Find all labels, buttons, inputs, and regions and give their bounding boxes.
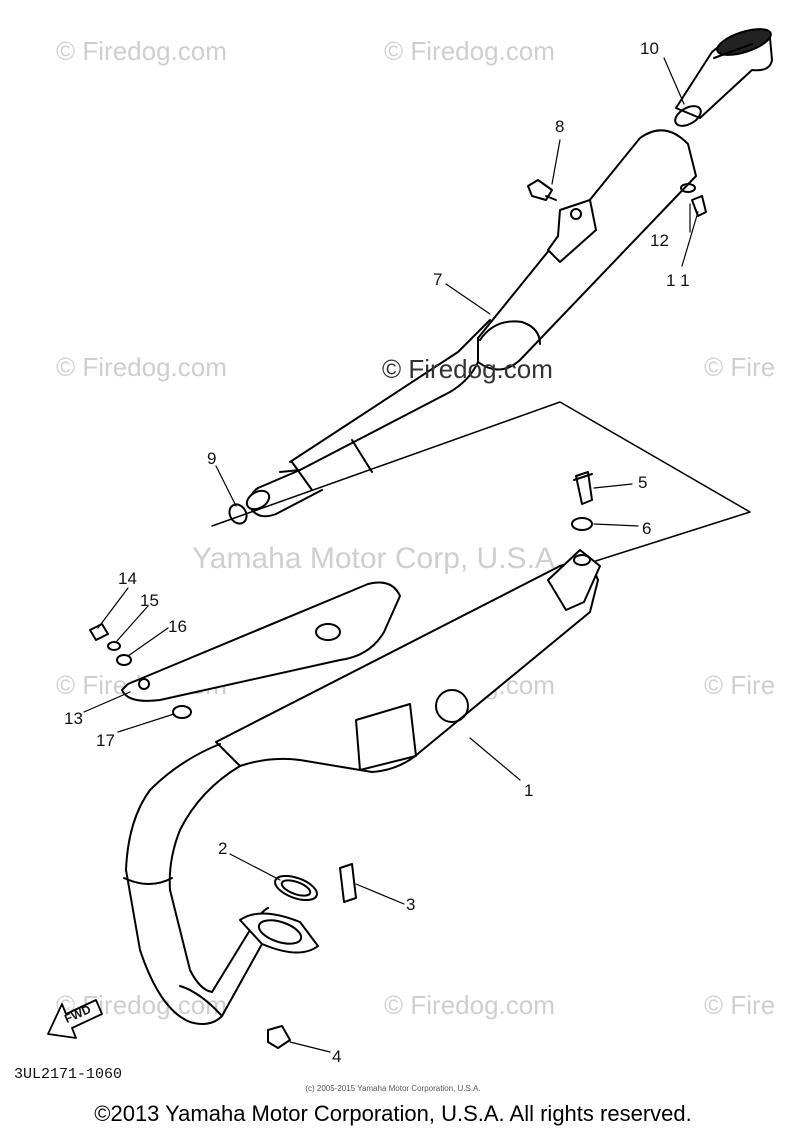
bolt-8: [527, 179, 557, 201]
alignment-frame: [211, 401, 751, 567]
muffler-1: [123, 549, 601, 1025]
washer-16: [116, 654, 132, 666]
callout-17: 17: [96, 731, 115, 750]
exhaust-flange: [239, 912, 319, 954]
watermark-firedog: © Firedog.com: [56, 352, 227, 382]
nut-4: [267, 1025, 291, 1049]
watermark-firedog: © Firedog.com: [384, 990, 555, 1020]
heat-protector: [121, 581, 401, 702]
watermark-firedog-center: © Firedog.com: [382, 354, 553, 384]
callout-15: 15: [140, 591, 159, 610]
callout-10: 10: [640, 39, 659, 58]
bolt-11: [691, 195, 707, 217]
callout-1: 1: [524, 781, 534, 800]
ring-9: [228, 503, 248, 525]
watermark-firedog-partial: © Fire: [704, 670, 776, 700]
spring-washer-15: [107, 641, 121, 651]
watermark-firedog-partial: © Fire: [704, 352, 776, 382]
callout-12: 12: [650, 231, 669, 250]
watermark-yamaha: Yamaha Motor Corp, U.S.A.: [192, 542, 564, 575]
watermark-firedog: © Firedog.com: [384, 36, 555, 66]
callout-13: 13: [64, 709, 83, 728]
watermark-firedog-partial: © Fire: [704, 990, 776, 1020]
callout-8: 8: [555, 117, 565, 136]
bolt-14: [89, 623, 109, 641]
callout-9: 9: [207, 449, 217, 468]
callout-5: 5: [638, 473, 648, 492]
copyright-notice: ©2013 Yamaha Motor Corporation, U.S.A. A…: [94, 1101, 692, 1126]
washer-12: [680, 183, 696, 193]
collar-17: [172, 705, 192, 719]
watermark-firedog: © Firedog.com: [56, 36, 227, 66]
gasket-2: [274, 874, 318, 902]
fwd-arrow-icon: [47, 999, 103, 1039]
callout-14: 14: [118, 569, 137, 588]
leader-lines: [83, 57, 699, 1053]
tail-pipe: [674, 28, 773, 127]
callout-16: 16: [168, 617, 187, 636]
callout-2: 2: [218, 839, 228, 858]
callout-6: 6: [642, 519, 652, 538]
callout-3: 3: [406, 895, 416, 914]
silencer: [245, 129, 697, 518]
small-copyright: (c) 2005-2015 Yamaha Motor Corporation, …: [305, 1084, 481, 1093]
callout-7: 7: [433, 270, 443, 289]
callout-11: 1 1: [666, 271, 690, 290]
bolt-5: [573, 471, 593, 505]
stud-3: [339, 863, 357, 903]
washer-6: [571, 517, 593, 531]
part-code: 3UL2171-1060: [14, 1066, 123, 1083]
callout-4: 4: [332, 1047, 342, 1066]
